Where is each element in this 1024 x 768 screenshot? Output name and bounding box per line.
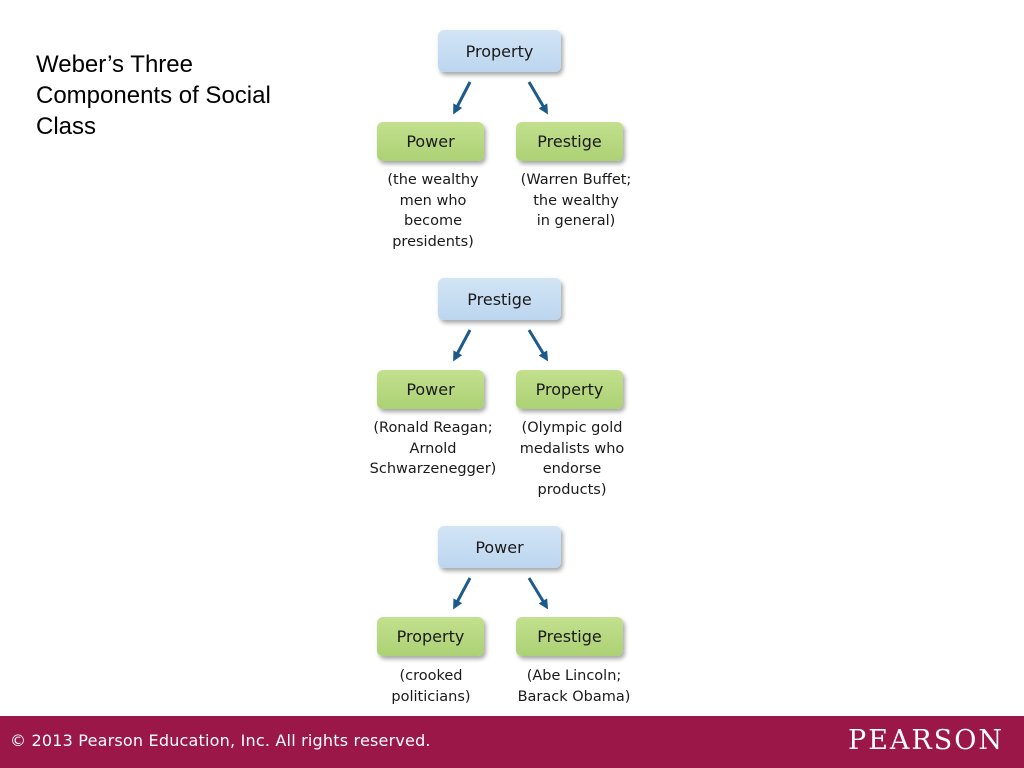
diagram-1-arrows [453,81,549,115]
title-line-3: Class [36,113,97,140]
arrow-left-icon [453,577,472,610]
diagram-1-left-node: Power [377,122,484,161]
diagram-2-right-caption: (Olympic gold medalists who endorse prod… [519,420,625,498]
diagram-3-left-node: Property [377,617,484,656]
diagram-3-arrows [453,577,549,610]
diagram-3-left-caption: (crooked politicians) [391,668,471,705]
arrow-left-icon [453,329,472,362]
diagram-2-left-node: Power [377,370,484,409]
arrow-right-icon [527,329,549,362]
copyright-text: © 2013 Pearson Education, Inc. All right… [10,731,431,750]
diagram-1-top-node: Property [438,30,561,72]
diagram-3-right-caption: (Abe Lincoln; Barack Obama) [517,668,631,705]
diagram-2-arrows [453,329,549,362]
pearson-logo: PEARSON [848,725,1004,756]
title-line-1: Weber’s Three [36,51,193,78]
diagram-2-top-node: Prestige [438,278,561,320]
title-line-2: Components of Social [36,82,271,109]
diagram-3-right-node: Prestige [516,617,623,656]
arrow-right-icon [527,81,549,115]
slide-title: Weber’s Three Components of Social Class [36,49,316,142]
diagram-2-left-caption: (Ronald Reagan; Arnold Schwarzenegger) [369,420,497,477]
footer-bar: © 2013 Pearson Education, Inc. All right… [0,716,1024,768]
diagram-3-top-node: Power [438,526,561,568]
diagram-2-right-node: Property [516,370,623,409]
arrow-left-icon [453,81,472,115]
diagram-1-right-caption: (Warren Buffet; the wealthy in general) [520,172,632,229]
arrow-right-icon [527,577,549,610]
diagram-1-right-node: Prestige [516,122,623,161]
diagram-1-left-caption: (the wealthy men who become presidents) [387,172,479,250]
